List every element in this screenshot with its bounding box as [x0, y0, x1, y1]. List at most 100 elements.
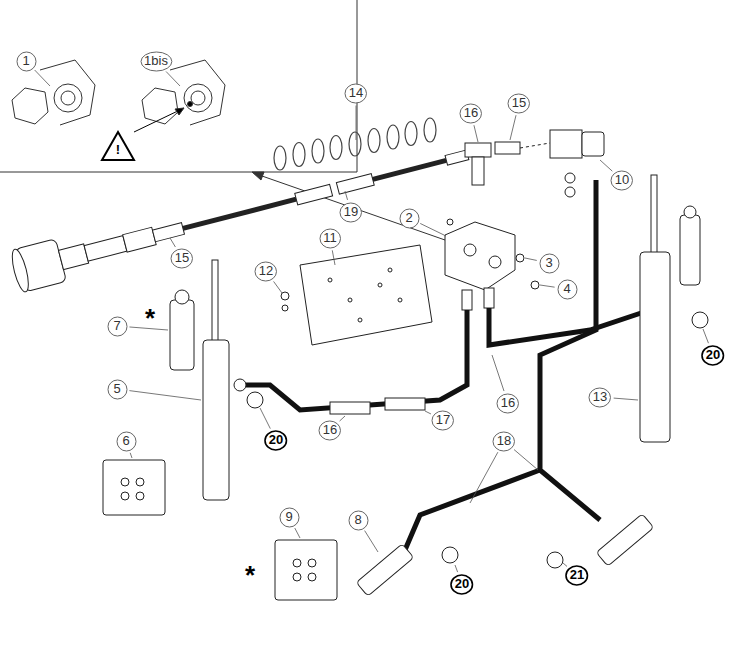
spiral-guard [274, 146, 286, 170]
callout-number: 16 [496, 393, 519, 414]
leader-line [470, 452, 498, 503]
tee-fitting [465, 142, 550, 185]
hose-couplings [330, 398, 425, 414]
solenoid-valve [565, 187, 575, 197]
callout-circle [280, 508, 299, 527]
tee-fitting [495, 142, 520, 154]
callout-circle [345, 84, 366, 103]
callout-text: 16 [501, 396, 515, 410]
valve-block [516, 254, 524, 262]
leader-line [614, 398, 638, 400]
callout-text: 4 [563, 282, 570, 296]
leader-line [510, 115, 516, 140]
seal-kits [293, 559, 301, 567]
seal-kits [103, 460, 165, 515]
callout-number: 16 [318, 420, 341, 441]
cylinders [640, 252, 670, 442]
callout-number: 21 [565, 565, 588, 586]
main-hose [123, 227, 157, 252]
cylinders [203, 340, 229, 500]
callout-number: 4 [557, 279, 578, 300]
leader-line [525, 258, 537, 260]
callout-number: 20 [264, 430, 287, 451]
leader-line [295, 528, 300, 538]
leader-line [455, 565, 458, 572]
leader-line [514, 450, 538, 470]
leader-line [166, 71, 180, 86]
main-hose [373, 160, 447, 179]
tee-fitting [472, 157, 484, 185]
callout-circle [558, 280, 577, 299]
mounting-plate [388, 268, 392, 272]
callout-number: 7 [107, 316, 128, 337]
leader-line [35, 70, 50, 86]
fittings [234, 312, 708, 568]
detail-inset [175, 108, 184, 115]
leader-line [356, 106, 357, 141]
leader-line [130, 453, 132, 458]
callout-circle [320, 229, 341, 248]
leader-line [340, 416, 345, 421]
callout-text: 5 [113, 382, 120, 396]
callout-circle [493, 432, 514, 451]
cylinders [596, 514, 654, 566]
callout-number: 15 [507, 93, 530, 114]
callout-number: 17 [431, 410, 454, 431]
callout-circle [255, 262, 276, 281]
callout-text: 9 [285, 510, 292, 524]
callout-circle [460, 104, 481, 123]
main-hose [84, 236, 127, 262]
callout-number: 18 [492, 431, 515, 452]
spiral-guard [349, 132, 361, 156]
cylinders [356, 544, 414, 596]
callout-number: 16 [459, 103, 482, 124]
callout-number: 3 [539, 253, 560, 274]
detail-inset [40, 60, 95, 125]
leader-line [365, 531, 378, 552]
callout-text: 15 [512, 96, 526, 110]
spiral-guard [330, 136, 342, 160]
tee-fitting [520, 143, 550, 148]
callout-circle [589, 388, 610, 407]
callout-circle [400, 209, 419, 228]
solenoid-valve [582, 132, 604, 156]
detail-inset [54, 84, 82, 112]
mounting-plate [378, 283, 382, 287]
main-hose [295, 184, 333, 205]
callout-circle [508, 94, 529, 113]
mounting-plate [358, 318, 362, 322]
callout-number: 14 [344, 83, 367, 104]
seal-kits [136, 492, 144, 500]
callout-circle [108, 380, 127, 399]
cylinders [212, 260, 218, 345]
callout-circle [340, 203, 361, 222]
hoses [240, 180, 665, 550]
cylinders [651, 175, 657, 255]
callout-circle [702, 346, 723, 365]
callout-text: 17 [436, 413, 450, 427]
main-hose [336, 174, 374, 195]
spiral-guard [424, 118, 436, 142]
fittings [547, 552, 563, 568]
main-hose [9, 248, 32, 294]
callout-number: 1bis [140, 51, 173, 72]
inset-pointer [252, 172, 445, 240]
callout-circle [171, 249, 192, 268]
valve-block [462, 290, 472, 310]
seal-kits [121, 478, 129, 486]
hoses [405, 470, 540, 550]
seal-kits [275, 540, 337, 600]
leader-line [260, 408, 270, 429]
mounting-plate [328, 278, 332, 282]
callout-circle [566, 566, 587, 585]
valve-block [445, 222, 515, 290]
mounting-plate [282, 305, 288, 311]
mounting-plate [348, 298, 352, 302]
callout-text: 10 [615, 173, 629, 187]
valve-block [447, 219, 453, 225]
callout-text: 7 [113, 319, 120, 333]
seal-kits [103, 460, 337, 600]
detail-inset [134, 108, 184, 132]
leader-line [563, 563, 567, 566]
valve-block [464, 244, 476, 256]
